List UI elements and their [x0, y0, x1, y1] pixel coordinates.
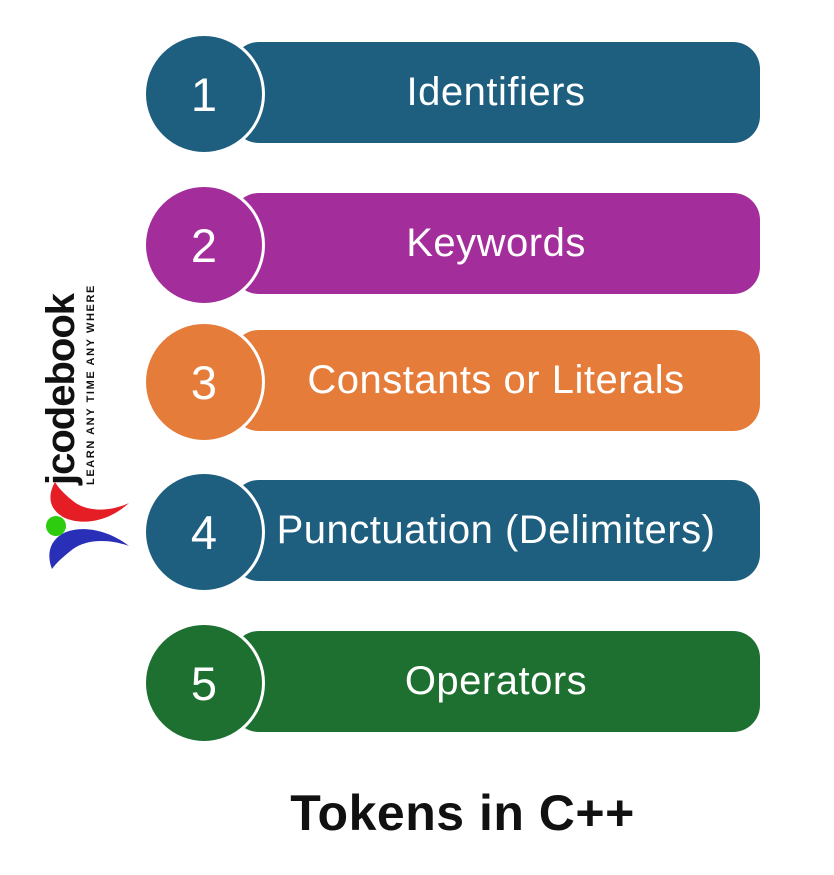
badge-number: 2	[190, 218, 218, 272]
token-label: Identifiers	[406, 70, 586, 114]
token-label: Keywords	[406, 221, 586, 265]
brand-logo-icon	[46, 482, 130, 569]
token-bar: Identifiers	[232, 42, 760, 143]
token-label: Constants or Literals	[307, 358, 685, 402]
number-badge: 3	[143, 321, 265, 443]
token-bar: Punctuation (Delimiters)	[232, 480, 760, 581]
number-badge: 4	[143, 471, 265, 593]
number-badge: 5	[143, 622, 265, 744]
token-bar: Constants or Literals	[232, 330, 760, 431]
token-bar: Operators	[232, 631, 760, 732]
token-row-keywords: Keywords 2	[0, 184, 834, 308]
brand-text-block: jcodebook LEARN ANY TIME ANY WHERE	[39, 275, 120, 485]
brand-tagline: LEARN ANY TIME ANY WHERE	[85, 284, 97, 485]
number-badge: 2	[143, 184, 265, 306]
logo-blue-swoosh-icon	[49, 529, 129, 569]
token-row-operators: Operators 5	[0, 622, 834, 746]
logo-red-swoosh-icon	[50, 482, 130, 522]
number-badge: 1	[143, 33, 265, 155]
token-row-punctuation: Punctuation (Delimiters) 4	[0, 471, 834, 595]
badge-number: 4	[190, 505, 218, 559]
token-label: Punctuation (Delimiters)	[276, 508, 716, 552]
token-row-identifiers: Identifiers 1	[0, 33, 834, 157]
token-row-constants: Constants or Literals 3	[0, 321, 834, 445]
brand-name: jcodebook	[39, 293, 83, 485]
page-title: Tokens in C++	[290, 785, 635, 841]
badge-number: 3	[190, 355, 218, 409]
badge-number: 5	[190, 656, 218, 710]
logo-green-dot-icon	[46, 516, 66, 536]
token-bar: Keywords	[232, 193, 760, 294]
token-label: Operators	[404, 659, 588, 703]
badge-number: 1	[190, 67, 218, 121]
